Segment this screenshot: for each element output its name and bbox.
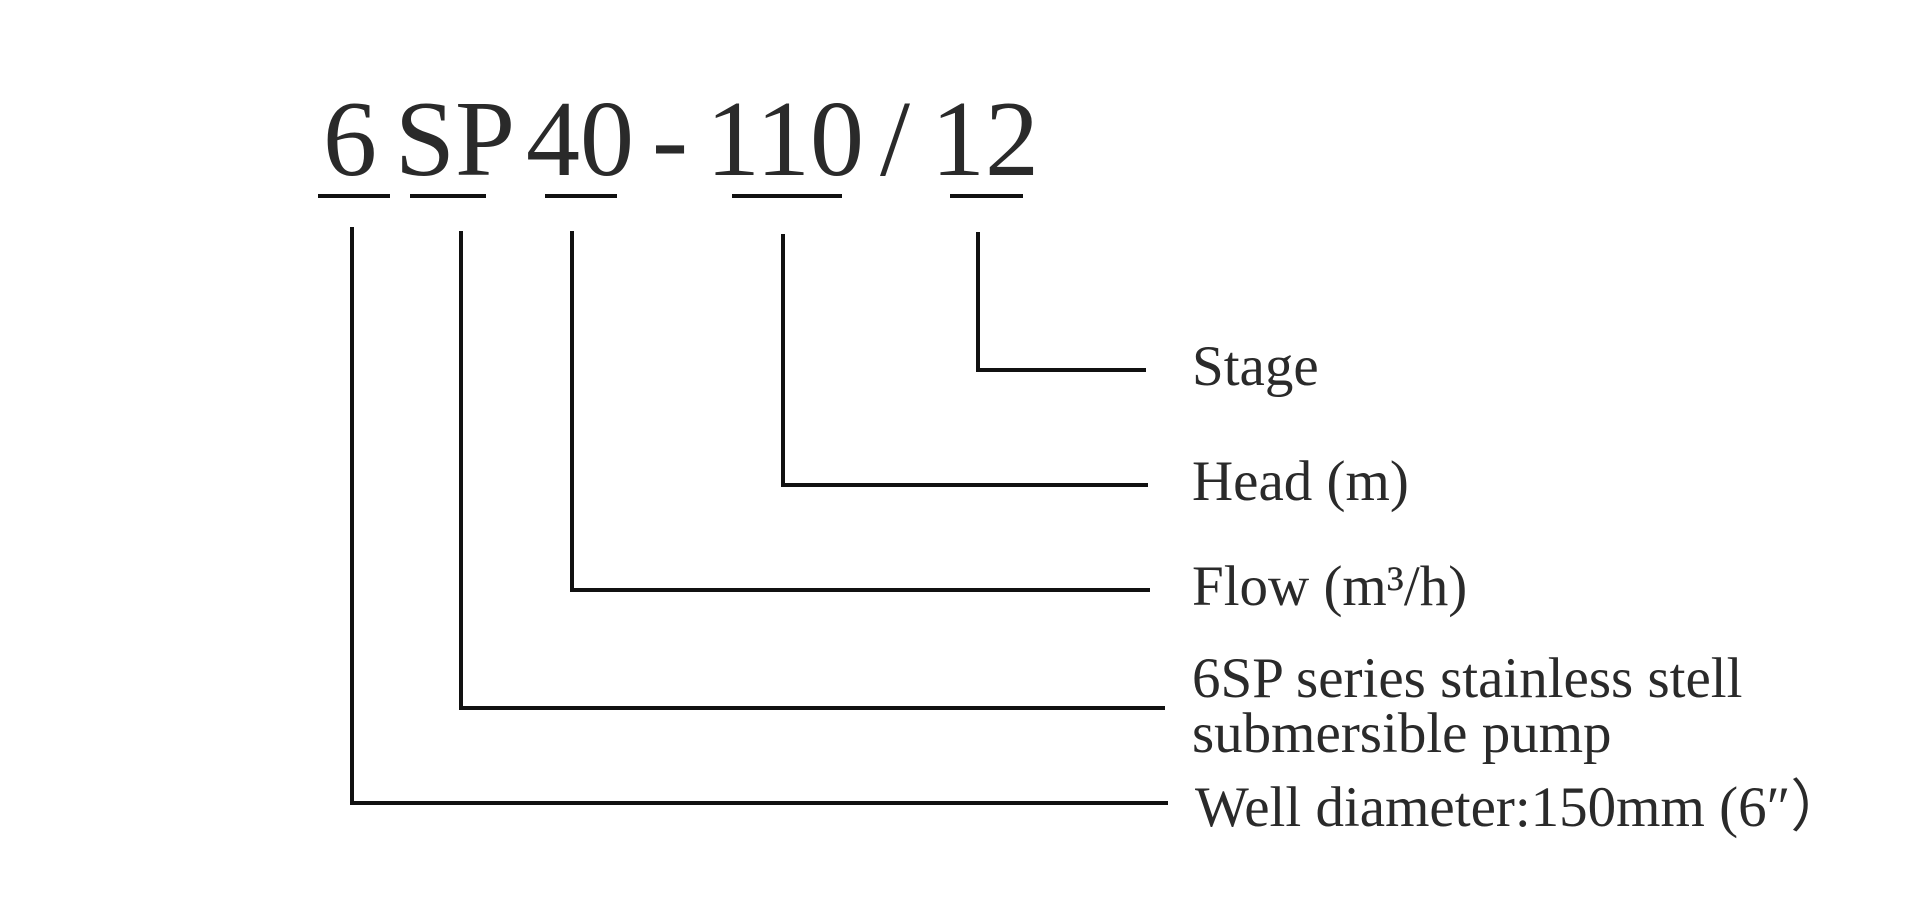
- label-head: Head (m): [1192, 450, 1409, 513]
- code-part-slash: /: [880, 80, 910, 199]
- code-part-head: 110: [706, 80, 864, 199]
- label-series-line1: 6SP series stainless stell: [1192, 647, 1742, 710]
- connector-head: [781, 234, 1148, 487]
- connector-stage: [976, 232, 1146, 372]
- code-part-series: SP: [395, 80, 515, 199]
- label-flow: Flow (m³/h): [1192, 555, 1467, 618]
- label-well: Well diameter:150mm (6″）: [1195, 776, 1847, 839]
- code-part-well: 6: [323, 80, 377, 199]
- code-part-dash: -: [652, 80, 688, 199]
- label-stage: Stage: [1192, 335, 1319, 398]
- code-part-flow: 40: [526, 80, 634, 199]
- connector-flow: [570, 231, 1150, 592]
- connector-well: [350, 227, 1168, 805]
- code-part-stage: 12: [931, 80, 1039, 199]
- connector-series: [459, 231, 1165, 710]
- label-series-line2: submersible pump: [1192, 702, 1612, 765]
